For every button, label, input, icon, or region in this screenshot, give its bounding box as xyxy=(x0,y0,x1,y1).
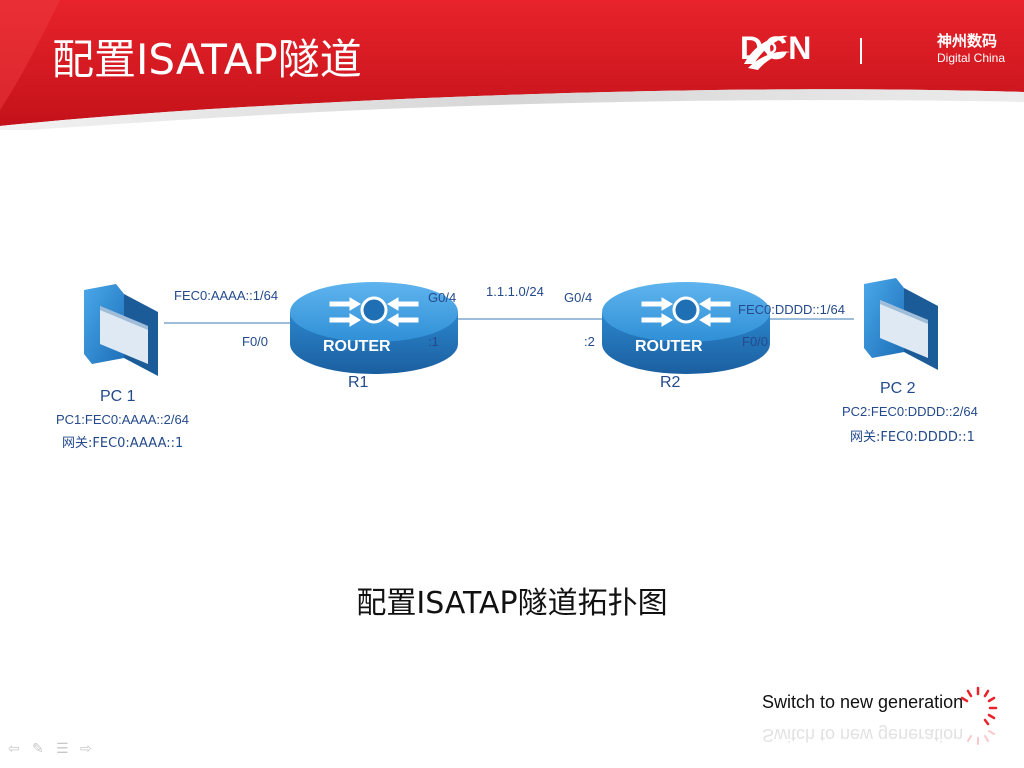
topology-diagram: ROUTER ROUTER FEC0:AAAA::1/64 F0/0 G0/4 … xyxy=(46,252,1008,451)
pc2-icon xyxy=(864,278,938,370)
slide-nav: ⇦ ✎ ☰ ⇨ xyxy=(8,738,104,756)
r1-name: R1 xyxy=(348,374,369,391)
router-r2-icon xyxy=(602,282,770,374)
nav-prev-icon[interactable]: ⇦ xyxy=(8,741,20,757)
r1-badge: ROUTER xyxy=(323,338,391,355)
logo-separator xyxy=(860,38,862,64)
wan-network: 1.1.1.0/24 xyxy=(486,284,544,299)
footer-tagline: Switch to new generation xyxy=(762,692,964,712)
r1-lan-port: F0/0 xyxy=(242,334,269,349)
r2-name: R2 xyxy=(660,374,681,391)
slide-title: 配置ISATAP隧道 xyxy=(52,35,362,84)
r2-wan-host: :2 xyxy=(584,334,595,349)
r1-lan-ip: FEC0:AAAA::1/64 xyxy=(174,288,279,303)
logo-chinese-name: 神州数码 xyxy=(937,32,998,50)
pc1-ip: PC1:FEC0:AAAA::2/64 xyxy=(56,412,189,427)
pc2-name: PC 2 xyxy=(880,380,916,397)
pc1-icon xyxy=(84,284,158,376)
company-logo: DCN 神州数码 Digital China xyxy=(740,28,1010,72)
header-swoosh xyxy=(0,0,1024,130)
diagram-caption: 配置ISATAP隧道拓扑图 xyxy=(356,586,668,621)
r2-lan-ip: FEC0:DDDD::1/64 xyxy=(738,302,845,317)
logo-english-name: Digital China xyxy=(937,51,1006,65)
nav-menu-icon[interactable]: ☰ xyxy=(56,741,69,757)
r2-lan-port: F0/0 xyxy=(742,334,769,349)
r1-wan-host: :1 xyxy=(428,334,439,349)
slide-header: 配置ISATAP隧道 DCN 神州数码 Digital China xyxy=(0,0,1024,130)
nav-next-icon[interactable]: ⇨ xyxy=(80,741,92,757)
footer-tagline-reflection: Switch to new generation xyxy=(762,725,964,745)
pc1-name: PC 1 xyxy=(100,388,136,405)
r2-badge: ROUTER xyxy=(635,338,703,355)
digital-china-logo-icon xyxy=(744,35,790,70)
pc2-gateway: 网关:FEC0:DDDD::1 xyxy=(850,430,975,445)
r1-wan-port: G0/4 xyxy=(428,290,457,305)
r2-wan-port: G0/4 xyxy=(564,290,593,305)
pc1-gateway: 网关:FEC0:AAAA::1 xyxy=(62,436,184,451)
sunburst-icon xyxy=(960,686,998,745)
topology-canvas xyxy=(46,252,1008,450)
nav-pen-icon[interactable]: ✎ xyxy=(32,741,44,757)
pc2-ip: PC2:FEC0:DDDD::2/64 xyxy=(842,404,978,419)
router-r1-icon xyxy=(290,282,458,374)
